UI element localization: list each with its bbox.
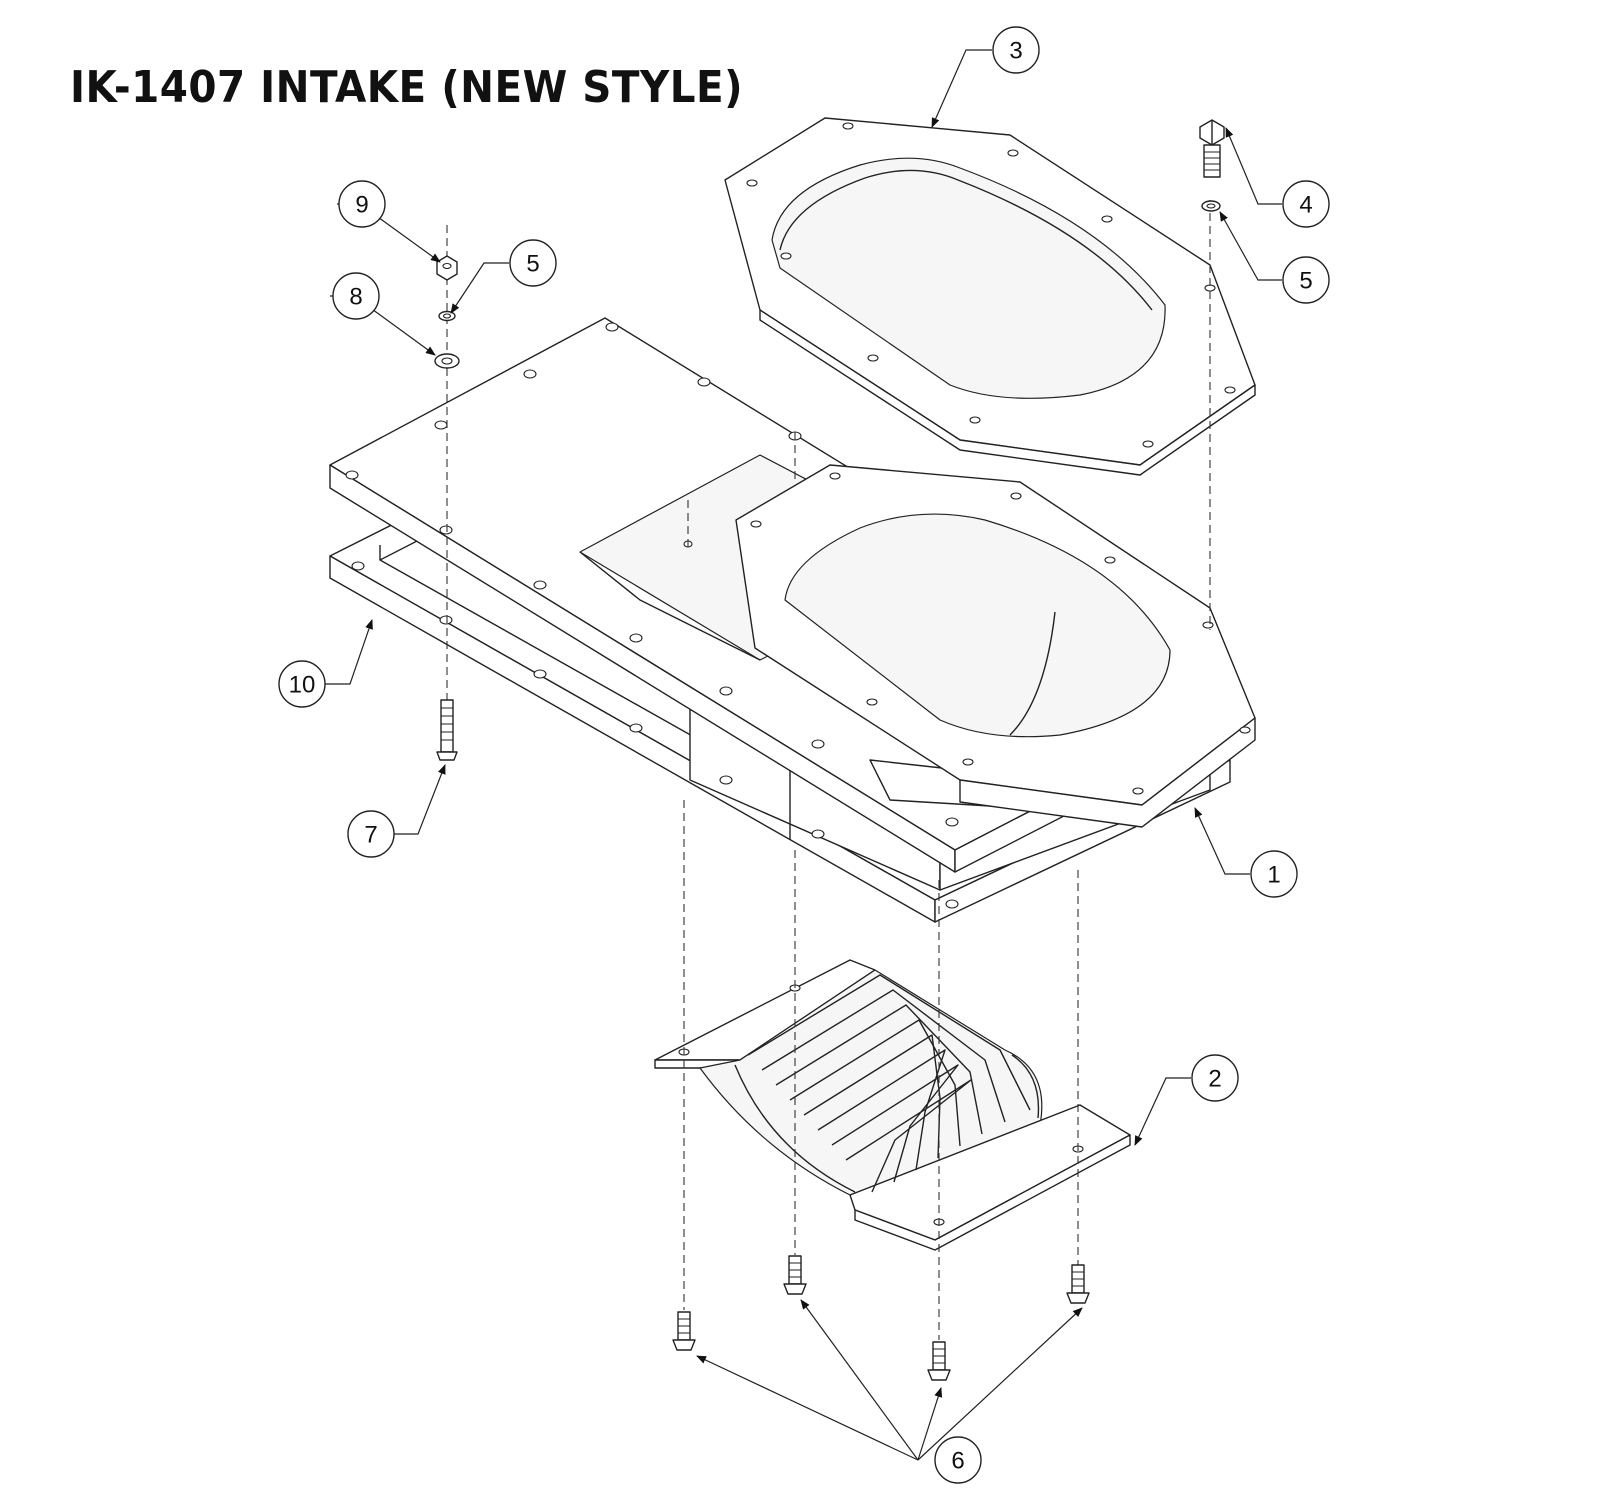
lock-washer-part-5-left [438, 310, 456, 322]
callout-label: 10 [289, 672, 316, 699]
callout-5-left: 5 [509, 239, 557, 287]
callout-4: 4 [1282, 180, 1330, 228]
bolt-holes [345, 122, 1251, 1226]
callout-label: 3 [1009, 38, 1022, 65]
callout-leaders [325, 49, 1282, 1461]
callout-10: 10 [278, 660, 326, 708]
hex-nut-part-9 [436, 255, 458, 281]
callout-label: 2 [1208, 1066, 1221, 1093]
flat-head-screw-part-7 [436, 699, 458, 761]
callout-label: 1 [1267, 862, 1280, 889]
callout-label: 5 [526, 251, 539, 278]
gasket-part-3 [724, 117, 1256, 476]
callout-label: 7 [364, 822, 377, 849]
callout-label: 5 [1299, 268, 1312, 295]
flat-washer-part-8 [434, 353, 460, 369]
callout-label: 6 [951, 1448, 964, 1475]
intake-body-part-1 [329, 317, 1256, 891]
page-title: IK-1407 INTAKE (NEW STYLE) [70, 62, 744, 113]
callout-9: 9 [338, 180, 386, 228]
callout-6: 6 [934, 1436, 982, 1484]
hex-bolt-part-4 [1199, 119, 1225, 178]
callout-5-right: 5 [1282, 256, 1330, 304]
callout-1: 1 [1250, 850, 1298, 898]
callout-label: 8 [349, 284, 362, 311]
grate-part-2 [654, 959, 1131, 1251]
callout-7: 7 [347, 810, 395, 858]
callout-8: 8 [332, 272, 380, 320]
callout-2: 2 [1191, 1054, 1239, 1102]
callout-label: 4 [1299, 192, 1312, 219]
assembly-centerlines [446, 200, 1211, 1340]
callout-3: 3 [992, 26, 1040, 74]
flat-head-screws-part-6 [672, 1255, 1090, 1381]
lock-washer-part-5-right [1201, 200, 1221, 212]
callout-label: 9 [355, 192, 368, 219]
